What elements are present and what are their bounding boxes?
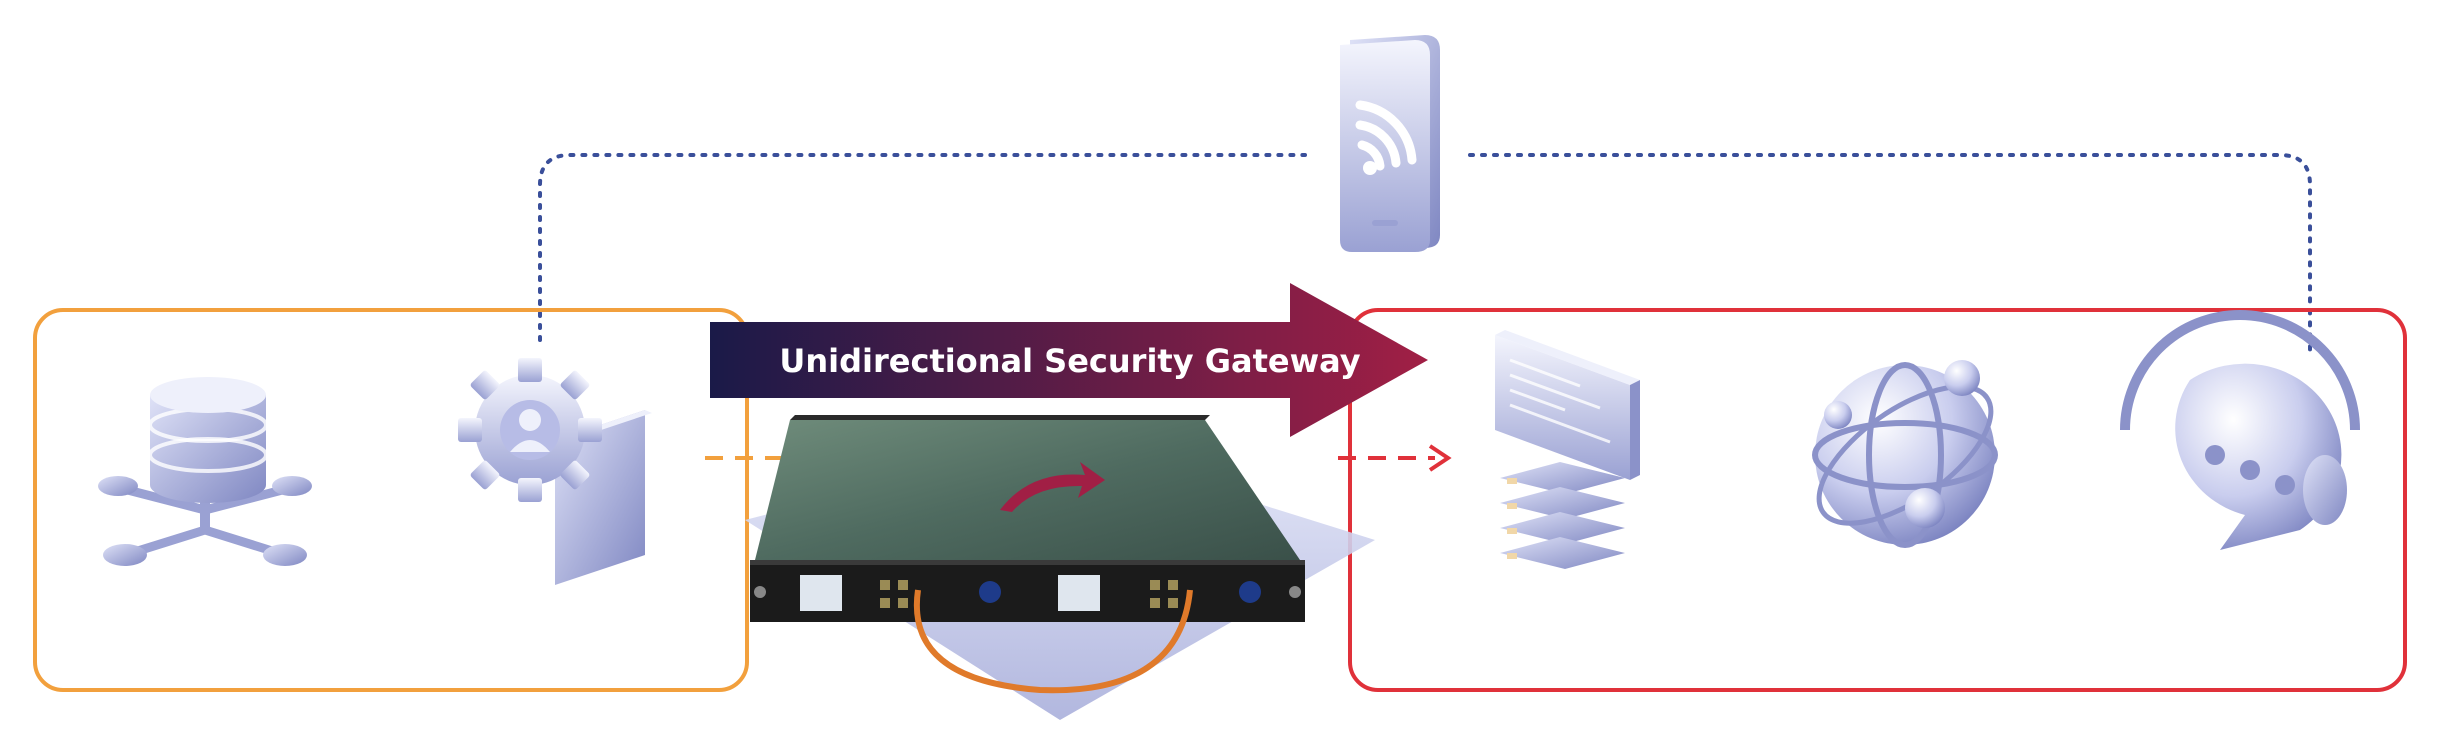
database-icon	[98, 377, 312, 566]
source-zone-border	[33, 308, 749, 692]
appliance-logo-arrow	[1000, 462, 1105, 512]
remote-link-right	[1468, 153, 2312, 352]
gateway-appliance	[745, 415, 1375, 720]
globe-icon	[1812, 360, 1998, 548]
gateway-banner-arrow	[710, 283, 1428, 437]
destination-zone-border	[1348, 308, 2407, 692]
server-icon	[1495, 330, 1640, 569]
gateway-banner: Unidirectional Security Gateway	[710, 283, 1428, 437]
remote-link-left	[538, 153, 1307, 342]
wireless-phone-icon	[1340, 35, 1440, 252]
outbound-flow-arrow	[1338, 444, 1452, 472]
gateway-banner-label: Unidirectional Security Gateway	[779, 342, 1360, 380]
settings-icon	[458, 358, 652, 585]
support-headset-icon	[2120, 310, 2360, 550]
appliance-fiber-cable	[913, 589, 1193, 694]
appliance-front-panel	[750, 560, 1305, 622]
